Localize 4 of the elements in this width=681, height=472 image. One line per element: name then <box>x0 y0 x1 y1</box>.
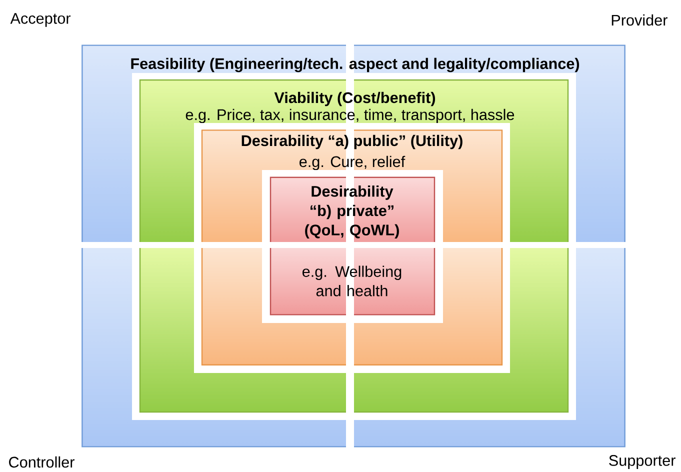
corner-label: Acceptor <box>10 13 71 27</box>
corner-label: Provider <box>612 14 668 26</box>
corner-label: Controller <box>9 456 74 468</box>
corner-label: Supporter <box>609 455 676 469</box>
